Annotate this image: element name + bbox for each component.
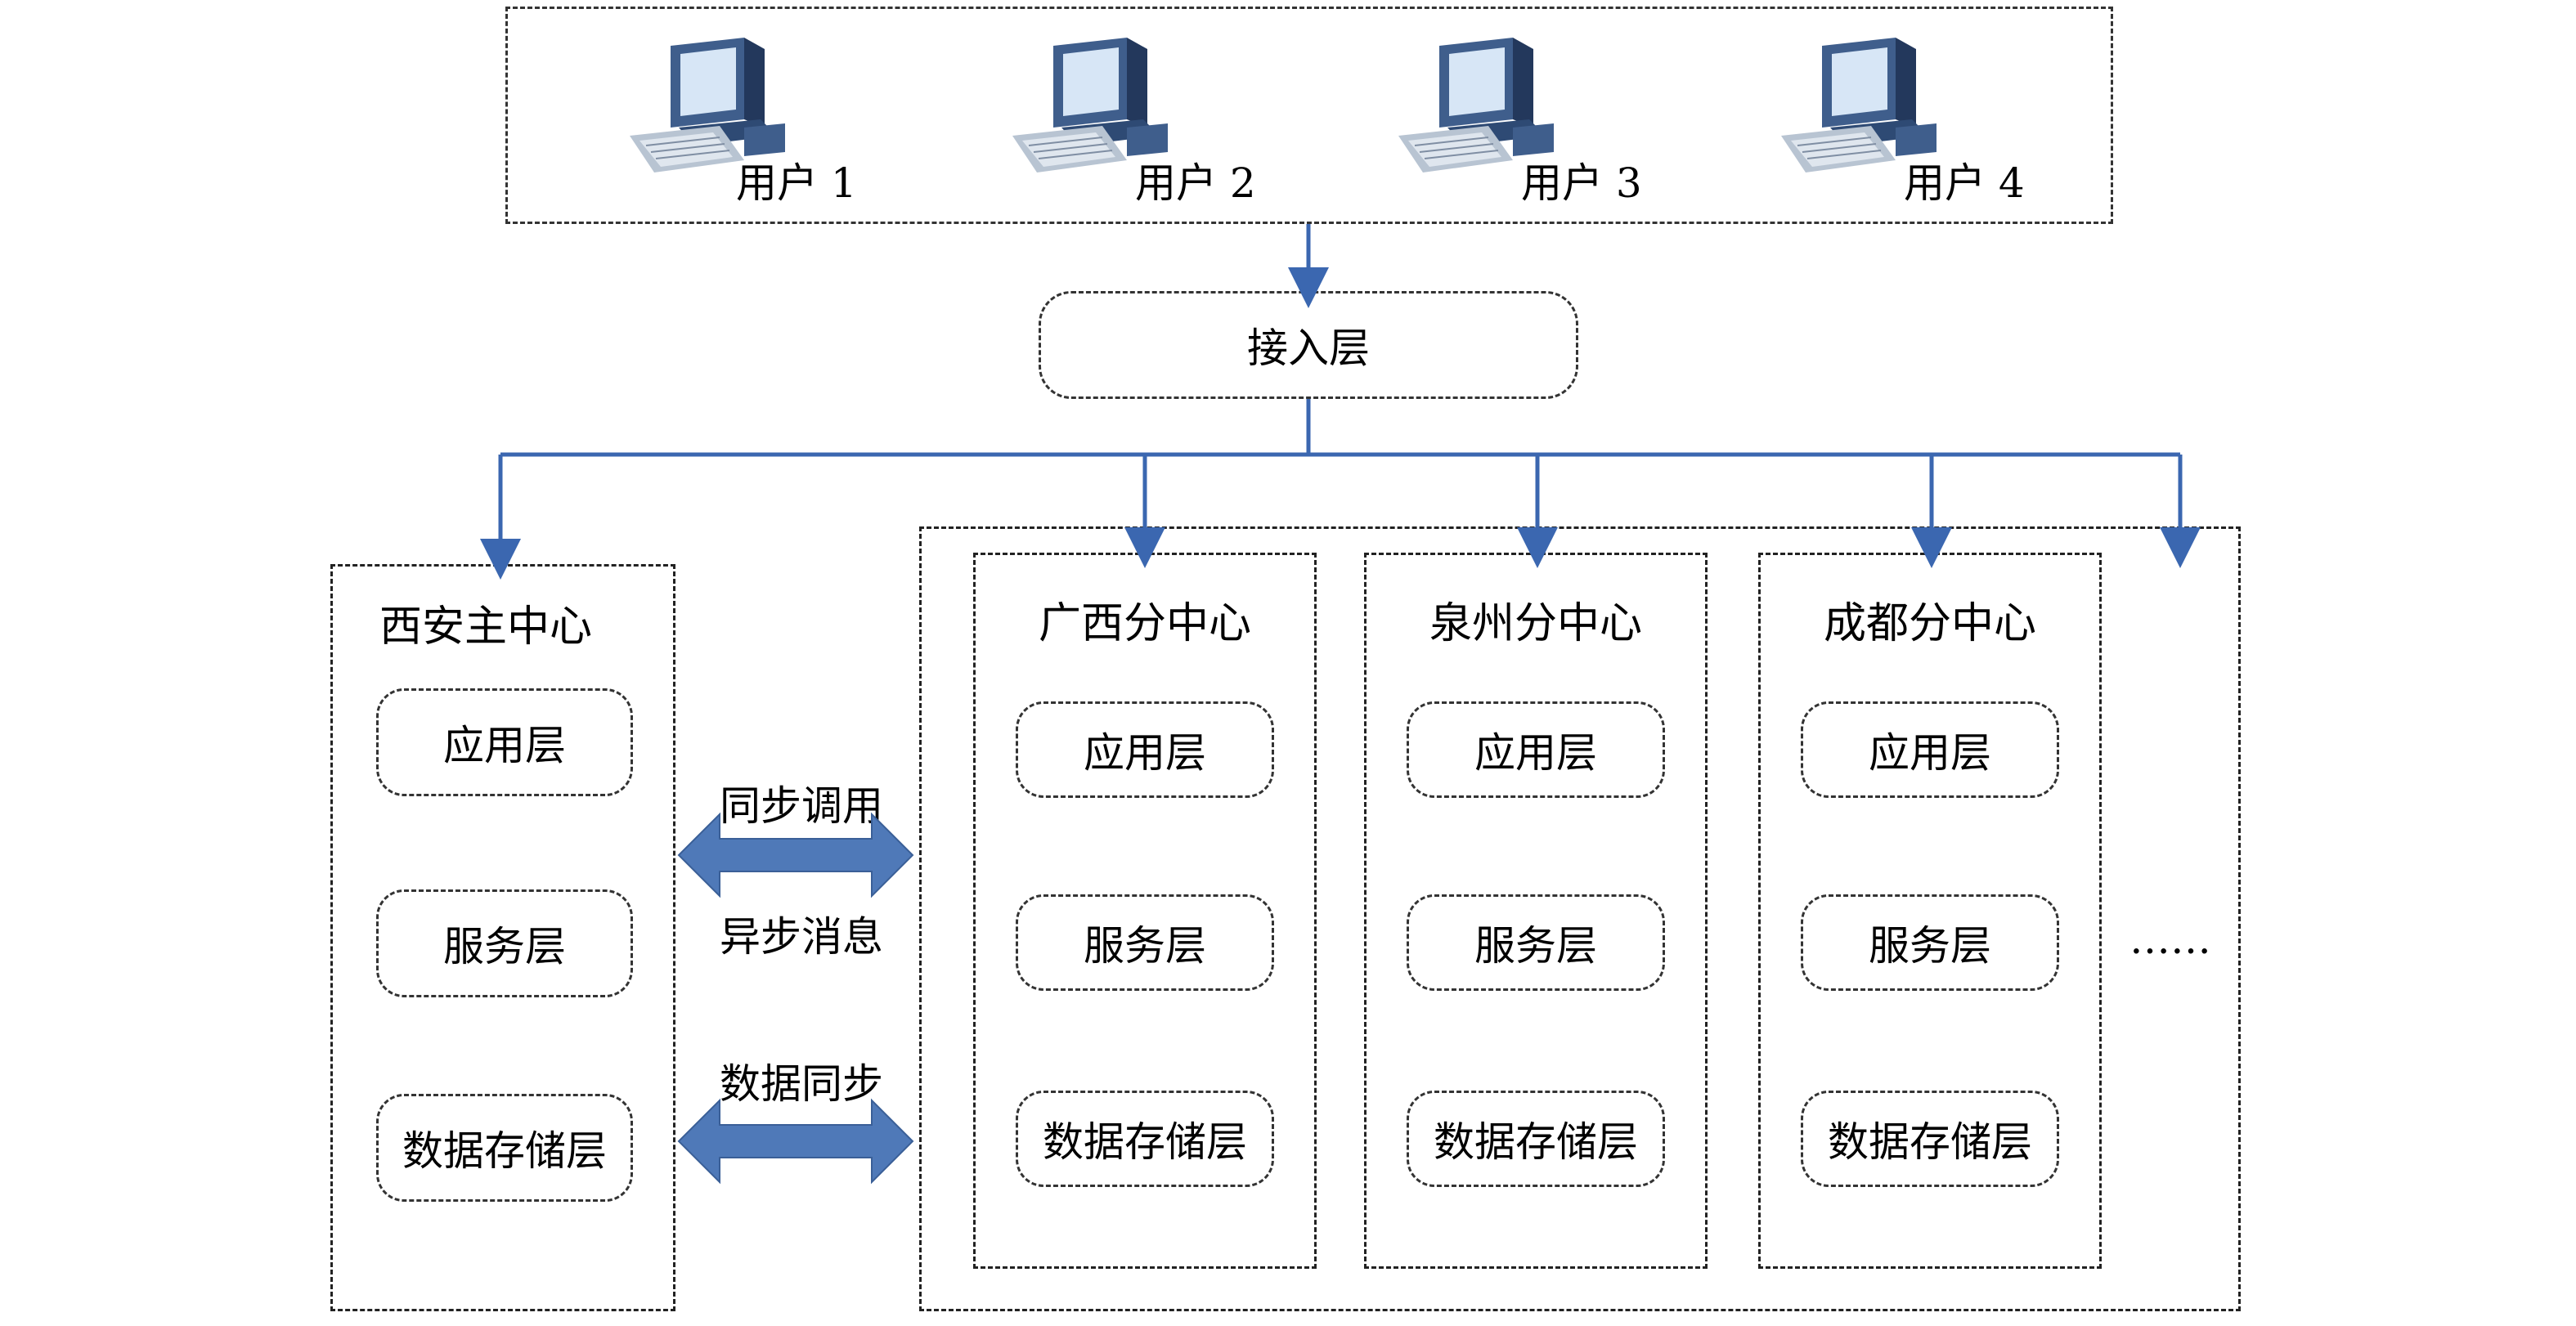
- branch-storage-layer: 数据存储层: [1407, 1091, 1665, 1187]
- branch-application-layer: 应用层: [1016, 701, 1274, 798]
- user-4: 用户 4: [1773, 29, 2025, 207]
- computer-icon: [1781, 38, 1936, 172]
- user-2: 用户 2: [1004, 29, 1256, 207]
- user-label: 用户 1: [736, 159, 857, 207]
- branch-service-layer: 服务层: [1016, 894, 1274, 991]
- computer-icon: [1398, 38, 1554, 172]
- user-label: 用户 3: [1521, 159, 1642, 207]
- branch-storage-layer: 数据存储层: [1016, 1091, 1274, 1187]
- branch-service-layer: 服务层: [1801, 894, 2059, 991]
- branch-title: 广西分中心: [1038, 599, 1251, 648]
- user-3: 用户 3: [1390, 29, 1642, 207]
- user-label: 用户 2: [1135, 159, 1256, 207]
- more-branches-ellipsis: ……: [2129, 916, 2211, 963]
- sync-double-arrow: [677, 812, 914, 898]
- branch-application-layer: 应用层: [1407, 701, 1665, 798]
- user-group: [505, 7, 2113, 224]
- sync-call-label: 同步调用: [720, 782, 883, 830]
- main-storage-layer: 数据存储层: [376, 1094, 633, 1202]
- branch-group: [919, 526, 2241, 1311]
- computer-icon: [630, 38, 785, 172]
- branch-title: 成都分中心: [1823, 599, 2036, 648]
- async-message-label: 异步消息: [720, 913, 883, 961]
- user-label: 用户 4: [1904, 159, 2025, 207]
- main-service-layer: 服务层: [376, 889, 633, 997]
- branch-application-layer: 应用层: [1801, 701, 2059, 798]
- branch-title: 泉州分中心: [1429, 599, 1642, 648]
- user-1: 用户 1: [622, 29, 867, 207]
- main-application-layer: 应用层: [376, 688, 633, 796]
- branch-storage-layer: 数据存储层: [1801, 1091, 2059, 1187]
- data-sync-label: 数据同步: [720, 1060, 883, 1108]
- data-sync-double-arrow: [677, 1098, 914, 1185]
- branch-service-layer: 服务层: [1407, 894, 1665, 991]
- main-center-title: 西安主中心: [379, 603, 592, 652]
- computer-icon: [1012, 38, 1168, 172]
